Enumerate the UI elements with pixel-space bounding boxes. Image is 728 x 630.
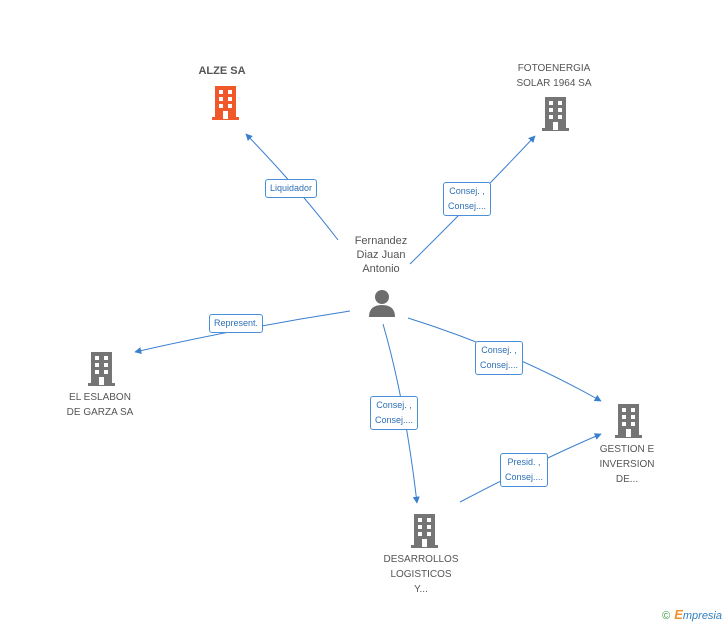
- company-name-line: GESTION E: [599, 444, 655, 455]
- company-name-line: ALZE SA: [198, 65, 246, 77]
- person-name-line: Antonio: [362, 263, 400, 275]
- relation-text: Consej....: [448, 201, 487, 211]
- relation-text: Presid. ,: [507, 457, 541, 467]
- company-name-line: EL ESLABON: [69, 392, 131, 403]
- company-label-desarrollos[interactable]: DESARROLLOS LOGISTICOS Y...: [370, 552, 472, 597]
- brand-name: mpresia: [682, 610, 722, 622]
- relation-badge-represent[interactable]: Represent.: [209, 314, 264, 333]
- company-name-line: SOLAR 1964 SA: [516, 78, 592, 89]
- empresia-logo[interactable]: ©Empresia: [662, 607, 722, 622]
- relation-text: Liquidador: [270, 183, 313, 193]
- building-icon[interactable]: [411, 514, 438, 548]
- person-name-line: Diaz Juan: [356, 249, 406, 261]
- company-name-line: INVERSION: [599, 459, 655, 470]
- company-label-fotoenergia[interactable]: FOTOENERGIA SOLAR 1964 SA: [500, 61, 608, 91]
- company-name-line: FOTOENERGIA: [517, 63, 591, 74]
- relation-badge-liquidador[interactable]: Liquidador: [265, 179, 318, 198]
- building-icon[interactable]: [88, 352, 115, 386]
- relation-text: Consej. ,: [481, 345, 517, 355]
- copyright-icon: ©: [662, 610, 671, 622]
- company-name-line: DE GARZA SA: [66, 407, 134, 418]
- relation-text: Consej....: [375, 415, 414, 425]
- person-name-line: Fernandez: [354, 235, 408, 247]
- relation-text: Consej....: [480, 360, 519, 370]
- company-label-eslabon[interactable]: EL ESLABON DE GARZA SA: [50, 390, 150, 420]
- relation-badge-presid[interactable]: Presid. , Consej....: [500, 453, 549, 487]
- relation-badge-desarrollos[interactable]: Consej. , Consej....: [370, 396, 419, 430]
- relation-text: Consej. ,: [449, 186, 485, 196]
- company-label-gestion[interactable]: GESTION E INVERSION DE...: [585, 442, 669, 487]
- company-name-line: DESARROLLOS: [383, 554, 459, 565]
- relation-badge-gestion[interactable]: Consej. , Consej....: [475, 341, 524, 375]
- person-name[interactable]: Fernandez Diaz Juan Antonio: [336, 234, 426, 276]
- building-icon[interactable]: [210, 86, 240, 120]
- building-icon[interactable]: [615, 404, 642, 438]
- company-name-line: LOGISTICOS: [390, 569, 452, 580]
- company-name-line: Y...: [414, 584, 428, 595]
- company-label-alze[interactable]: ALZE SA: [180, 64, 264, 79]
- person-icon[interactable]: [369, 290, 395, 317]
- brand-initial: E: [674, 607, 683, 622]
- relation-badge-fotoenergia[interactable]: Consej. , Consej....: [443, 182, 492, 216]
- relation-text: Consej. ,: [376, 400, 412, 410]
- company-name-line: DE...: [615, 474, 639, 485]
- relation-text: Consej....: [505, 472, 544, 482]
- relation-text: Represent.: [214, 318, 259, 328]
- building-icon[interactable]: [542, 97, 569, 131]
